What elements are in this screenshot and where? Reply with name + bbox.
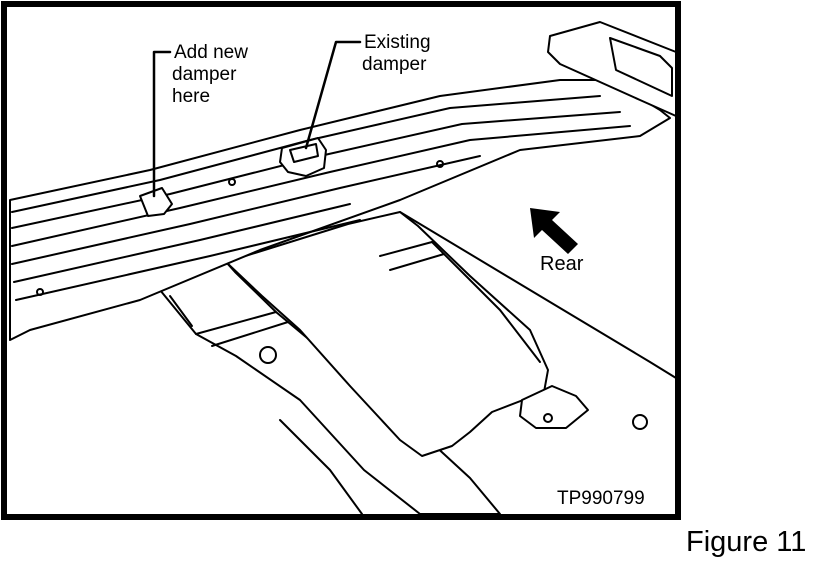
left-bracket-fold [195, 311, 277, 335]
add-damper-label-line1: Add new [174, 42, 248, 63]
floor-panel-edge-lower [279, 419, 363, 515]
bow-hole-2 [36, 288, 44, 296]
roof-bow-rib-4 [11, 155, 481, 265]
new-damper-location [139, 187, 173, 217]
left-bracket-hole [259, 346, 277, 364]
rear-arrow-icon [530, 208, 578, 254]
right-bracket-fold-2 [389, 253, 445, 271]
floor-panel-edge [399, 211, 677, 379]
add-damper-leader [152, 50, 172, 198]
left-bracket-fold-2 [211, 321, 289, 347]
roof-bow-rib-6 [15, 219, 361, 301]
left-bracket-inner [169, 295, 193, 327]
existing-damper-label-line1: Existing [364, 32, 431, 53]
existing-damper [279, 137, 327, 177]
bow-hole-1 [228, 178, 236, 186]
right-bracket [225, 211, 549, 457]
right-bracket-edge [431, 241, 541, 363]
rear-label: Rear [540, 253, 584, 275]
bow-hole-3 [436, 160, 444, 168]
existing-damper-leader [304, 40, 362, 150]
add-damper-label-line2: damper [172, 64, 237, 85]
existing-damper-label-line2: damper [362, 54, 427, 75]
floor-hole [632, 414, 648, 430]
roof-bow [9, 79, 671, 341]
part-code: TP990799 [557, 488, 645, 509]
roof-bow-rib-5 [13, 203, 351, 283]
roof-bow-end [547, 21, 677, 117]
bracket-clip [519, 385, 589, 429]
roof-bow-rib-3 [11, 125, 631, 247]
add-damper-label-line3: here [172, 86, 210, 107]
roof-bow-end-slot [609, 37, 673, 97]
clip-hole [543, 413, 553, 423]
right-bracket-fold [379, 241, 433, 257]
figure-caption: Figure 11 [686, 526, 807, 558]
